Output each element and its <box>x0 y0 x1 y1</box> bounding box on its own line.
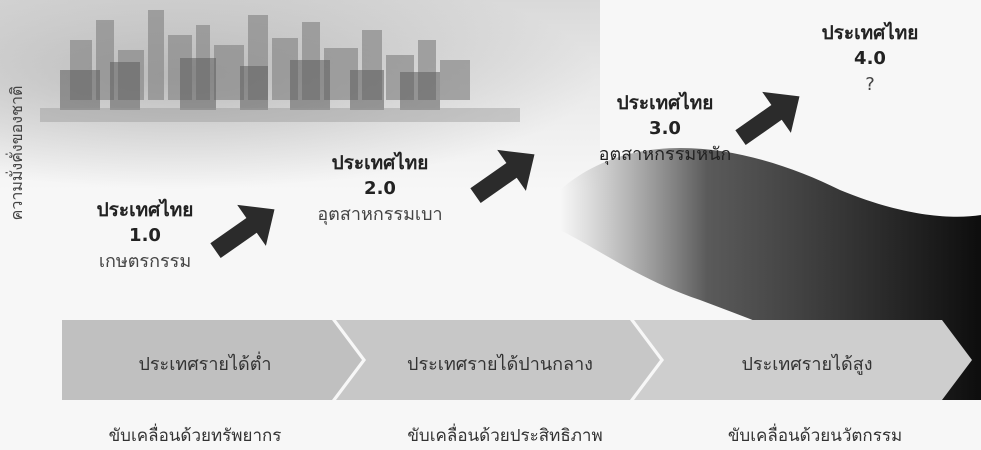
stage-2-version: 2.0 <box>364 178 396 199</box>
arrow-right-icon <box>735 91 800 146</box>
driver-resources: ขับเคลื่อนด้วยทรัพยากร <box>108 426 282 446</box>
stage-3-description: อุตสาหกรรมหนัก <box>598 144 732 165</box>
driver-efficiency: ขับเคลื่อนด้วยประสิทธิภาพ <box>407 426 603 446</box>
stage-2-name: ประเทศไทย <box>331 152 429 174</box>
stage-4: ประเทศไทย 4.0 ? <box>810 20 930 98</box>
city-skyline-image <box>40 10 520 122</box>
stage-2-description: อุตสาหกรรมเบา <box>317 204 443 225</box>
stage-3-name: ประเทศไทย <box>616 92 714 114</box>
income-level-high: ประเทศรายได้สูง <box>741 354 873 375</box>
stage-3: ประเทศไทย 3.0 อุตสาหกรรมหนัก <box>585 90 745 168</box>
stage-4-name: ประเทศไทย <box>821 22 919 44</box>
stage-1: ประเทศไทย 1.0 เกษตรกรรม <box>80 197 210 275</box>
stage-1-description: เกษตรกรรม <box>98 251 192 272</box>
driver-innovation: ขับเคลื่อนด้วยนวัตกรรม <box>727 426 903 446</box>
income-level-chevron-band <box>62 320 972 400</box>
y-axis-label: ความมั่งคั่งของชาติ <box>7 85 26 221</box>
income-level-low: ประเทศรายได้ต่ำ <box>138 354 272 375</box>
stage-3-version: 3.0 <box>649 118 681 139</box>
income-level-middle: ประเทศรายได้ปานกลาง <box>407 354 593 375</box>
stage-4-description: ? <box>865 74 875 95</box>
arrow-right-icon <box>470 149 535 204</box>
stage-4-version: 4.0 <box>854 48 886 69</box>
stage-1-version: 1.0 <box>129 225 161 246</box>
stage-2: ประเทศไทย 2.0 อุตสาหกรรมเบา <box>300 150 460 228</box>
arrow-right-icon <box>210 204 275 259</box>
stage-1-name: ประเทศไทย <box>96 199 194 221</box>
